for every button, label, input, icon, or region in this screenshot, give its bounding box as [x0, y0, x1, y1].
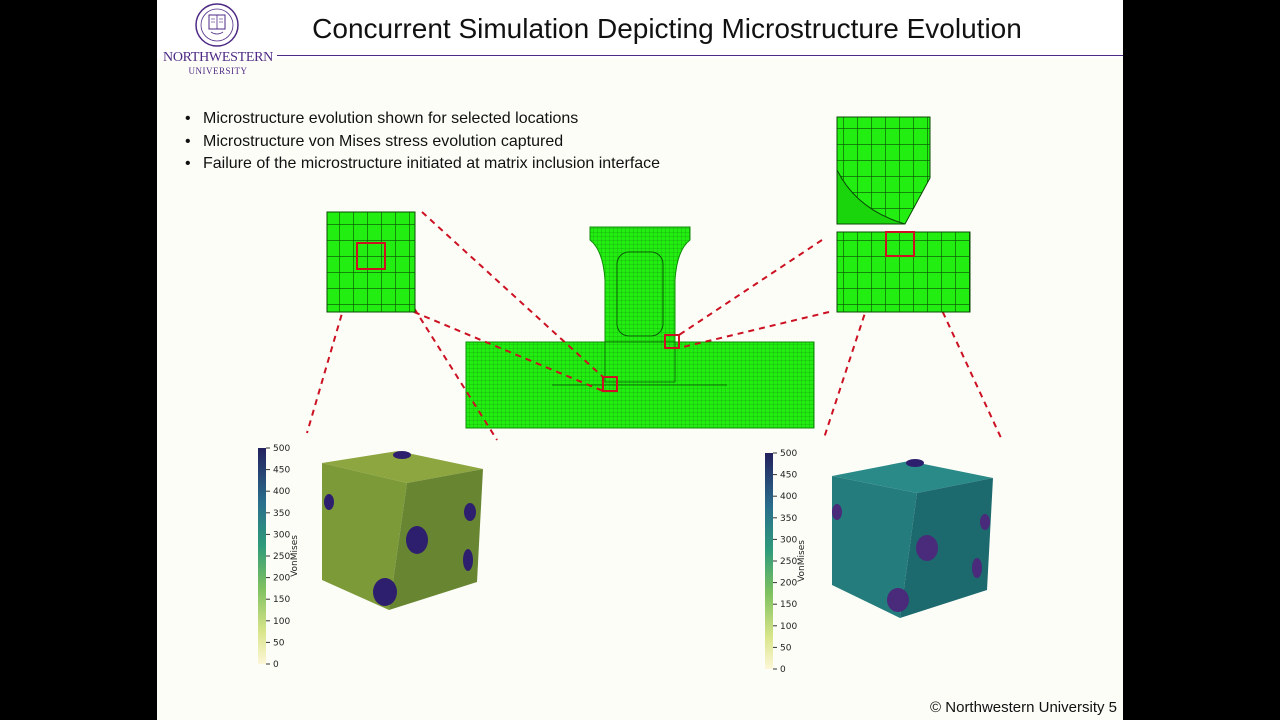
rve-cube-left	[322, 451, 483, 610]
colorbar-right-label: VonMises	[797, 540, 807, 582]
colorbar-left-tick-label: 150	[273, 595, 290, 605]
colorbar-left-tick-label: 450	[273, 466, 290, 476]
colorbar-right-tick-label: 450	[780, 471, 797, 481]
colorbar-right-tick-label: 400	[780, 492, 797, 502]
logo-subtitle: UNIVERSITY	[188, 66, 248, 76]
logo-name: NORTHWESTERN	[163, 50, 273, 65]
colorbar-left-tick-label: 350	[273, 509, 290, 519]
colorbar-left-tick-label: 100	[273, 617, 290, 627]
colorbar-right-tick-label: 100	[780, 622, 797, 632]
colorbar-right-tick-label: 300	[780, 535, 797, 545]
zoom-marker-left	[602, 376, 618, 392]
slide-title: Concurrent Simulation Depicting Microstr…	[312, 13, 1022, 44]
bullet-list: Microstructure evolution shown for selec…	[185, 108, 665, 176]
footer-copyright: © Northwestern University 5	[930, 699, 1117, 716]
colorbar-left-tick-label: 500	[273, 444, 290, 454]
colorbar-left-tick-label: 50	[273, 638, 285, 648]
bullet-item: Microstructure von Mises stress evolutio…	[185, 131, 665, 154]
bullet-item: Microstructure evolution shown for selec…	[185, 108, 665, 131]
colorbar-left-label: VonMises	[290, 535, 300, 577]
colorbar-left-tick-label: 200	[273, 574, 290, 584]
bullet-item: Failure of the microstructure initiated …	[185, 153, 665, 176]
colorbar-right-tick-label: 350	[780, 514, 797, 524]
colorbar-right-tick-label: 250	[780, 557, 797, 567]
colorbar-left-tick-label: 400	[273, 487, 290, 497]
title-divider	[277, 55, 1123, 56]
zoom-marker-right	[664, 334, 680, 349]
colorbar-right-tick-label: 50	[780, 643, 792, 653]
colorbar-right-tick-label: 200	[780, 579, 797, 589]
mesoscale-mesh-right	[836, 116, 971, 313]
macro-mesh-model	[465, 226, 815, 429]
colorbar-left-tick-label: 0	[273, 660, 279, 670]
colorbar-left-tick-label: 250	[273, 552, 290, 562]
colorbar-right-tick-label: 0	[780, 665, 786, 675]
slide: NORTHWESTERN UNIVERSITY Concurrent Simul…	[157, 0, 1123, 720]
micro-marker-left	[356, 242, 386, 270]
rve-cube-right	[832, 459, 993, 618]
colorbar-left-tick-label: 300	[273, 530, 290, 540]
micro-marker-right	[885, 231, 915, 257]
university-logo: NORTHWESTERN UNIVERSITY	[157, 2, 279, 76]
colorbar-right-tick-label: 500	[780, 449, 797, 459]
mesoscale-mesh-left	[326, 211, 416, 313]
university-seal-icon	[195, 3, 239, 47]
colorbar-right-tick-label: 150	[780, 600, 797, 610]
